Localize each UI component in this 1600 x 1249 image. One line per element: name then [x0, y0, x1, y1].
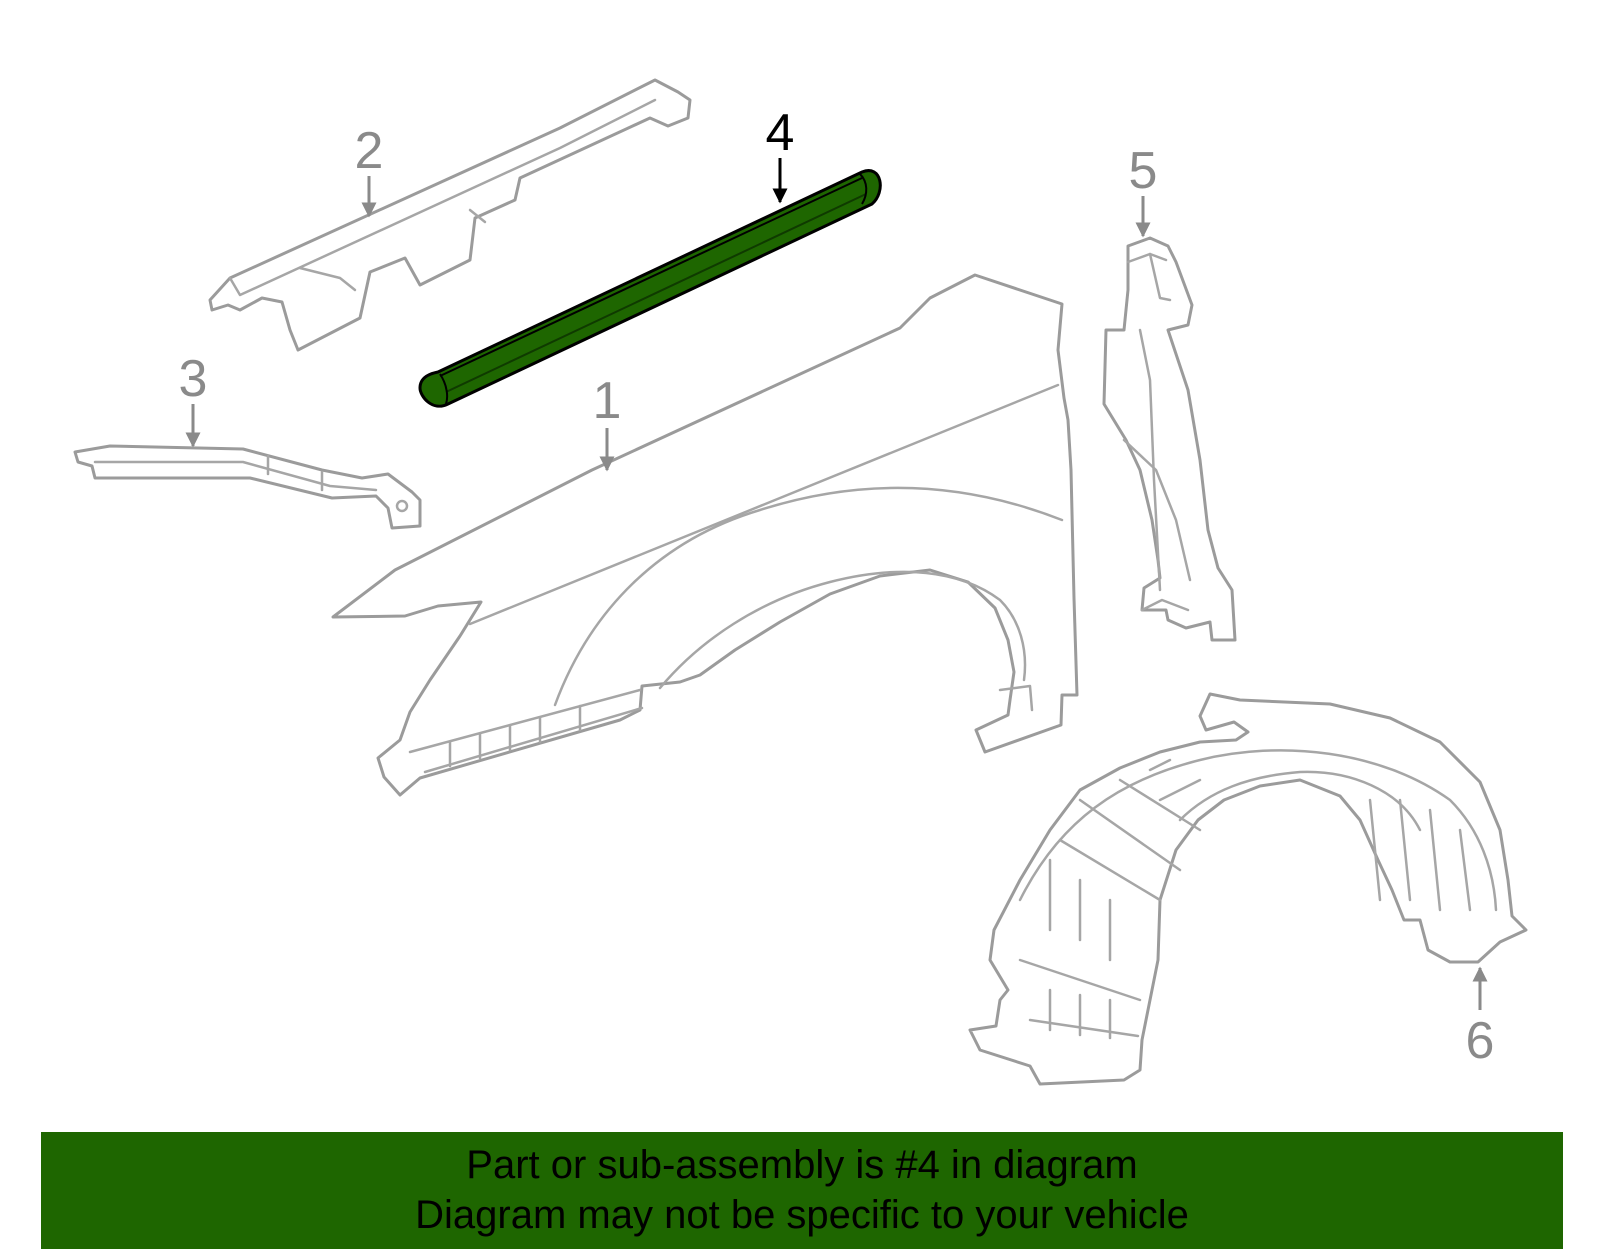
callout-1[interactable]: 1 — [593, 372, 622, 430]
callout-2[interactable]: 2 — [355, 122, 384, 180]
banner-line-1: Part or sub-assembly is #4 in diagram — [466, 1143, 1138, 1187]
callout-5[interactable]: 5 — [1129, 142, 1158, 200]
callout-3[interactable]: 3 — [179, 350, 208, 408]
banner-line-2: Diagram may not be specific to your vehi… — [415, 1193, 1189, 1237]
callout-4[interactable]: 4 — [766, 104, 795, 162]
callout-labels: 1 2 3 4 5 6 — [179, 104, 1495, 1070]
part-4-molding-highlighted[interactable] — [418, 169, 882, 408]
part-1-fender — [331, 273, 1079, 797]
info-banner: Part or sub-assembly is #4 in diagram Di… — [41, 1132, 1563, 1249]
part-6-wheel-liner — [968, 692, 1528, 1086]
part-2-apron-reinforcement — [208, 78, 692, 352]
callout-6[interactable]: 6 — [1466, 1012, 1495, 1070]
part-5-fender-brace — [1102, 236, 1237, 642]
leader-lines — [185, 158, 1488, 1010]
part-3-bracket — [73, 444, 422, 530]
